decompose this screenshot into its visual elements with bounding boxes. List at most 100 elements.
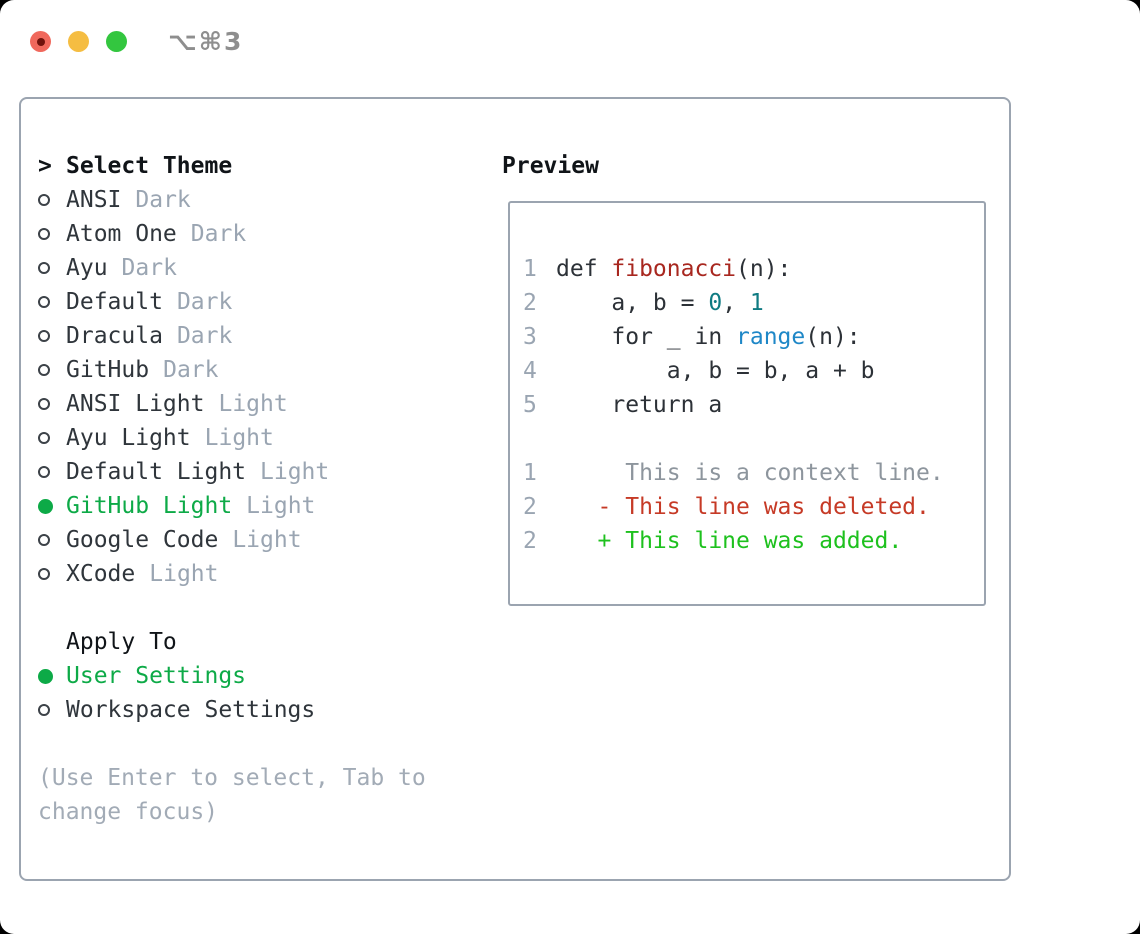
code-line: 3 for _ in range(n):: [523, 320, 984, 354]
close-button[interactable]: [30, 31, 51, 52]
theme-variant-label: Light: [204, 425, 274, 451]
selection-caret-icon: >: [38, 153, 52, 179]
code-token-plain: for _ in: [556, 324, 737, 350]
hint-line: (Use Enter to select, Tab to: [38, 765, 426, 791]
apply-option-label: User Settings: [66, 663, 247, 689]
theme-name: GitHub Light: [66, 493, 233, 519]
theme-name: ANSI Light: [66, 391, 205, 417]
spacer: [38, 727, 426, 761]
theme-variant-label: Dark: [135, 187, 191, 213]
code-token-plain: ,: [722, 290, 750, 316]
theme-name: Google Code: [66, 527, 219, 553]
line-number: 5: [523, 392, 537, 418]
line-number: 2: [523, 494, 537, 520]
theme-option-github-light[interactable]: GitHub Light Light: [38, 489, 426, 523]
theme-option-dracula[interactable]: Dracula Dark: [38, 319, 426, 353]
theme-option-ayu-light[interactable]: Ayu Light Light: [38, 421, 426, 455]
line-number: 2: [523, 528, 537, 554]
zoom-button[interactable]: [106, 31, 127, 52]
apply-option-workspace-settings[interactable]: Workspace Settings: [38, 693, 426, 727]
select-theme-header-label: Select Theme: [66, 153, 233, 179]
theme-variant-label: Light: [232, 527, 302, 553]
apply-option-label: Workspace Settings: [66, 697, 316, 723]
theme-option-google-code[interactable]: Google Code Light: [38, 523, 426, 557]
code-line: 2 a, b = 0, 1: [523, 286, 984, 320]
radio-icon: [38, 364, 50, 376]
select-theme-header: > Select Theme: [38, 149, 426, 183]
radio-icon: [38, 262, 50, 274]
titlebar: ⌥⌘3: [30, 27, 243, 56]
theme-name: Default Light: [66, 459, 247, 485]
window-title: ⌥⌘3: [168, 27, 244, 56]
keyboard-hint: (Use Enter to select, Tab to change focus…: [38, 761, 426, 829]
code-token-builtin: range: [736, 324, 806, 350]
code-token-number: 1: [749, 290, 764, 316]
line-number: 2: [523, 290, 537, 316]
code-token-plain: (n):: [805, 324, 861, 350]
theme-variant-label: Light: [218, 391, 288, 417]
radio-icon: [38, 228, 50, 240]
minimize-button[interactable]: [68, 31, 89, 52]
code-token-plain: a, b =: [556, 290, 709, 316]
radio-selected-icon: [38, 668, 53, 684]
code-token-plain: a, b = b, a + b: [556, 358, 875, 384]
theme-name: ANSI: [66, 187, 122, 213]
radio-icon: [38, 296, 50, 308]
code-line: 5 return a: [523, 388, 984, 422]
apply-to-header: Apply To: [38, 625, 426, 659]
theme-option-ansi[interactable]: ANSI Dark: [38, 183, 426, 217]
code-line: 4 a, b = b, a + b: [523, 354, 984, 388]
radio-icon: [38, 194, 50, 206]
theme-option-github[interactable]: GitHub Dark: [38, 353, 426, 387]
theme-option-ansi-light[interactable]: ANSI Light Light: [38, 387, 426, 421]
theme-name: Dracula: [66, 323, 163, 349]
radio-icon: [38, 398, 50, 410]
code-line: 2 + This line was added.: [523, 524, 984, 558]
theme-option-default[interactable]: Default Dark: [38, 285, 426, 319]
code-token-plain: return a: [556, 392, 723, 418]
line-number: 3: [523, 324, 537, 350]
code-line: 1 This is a context line.: [523, 456, 984, 490]
theme-name: Ayu Light: [66, 425, 191, 451]
radio-icon: [38, 568, 50, 580]
code-line: 2 - This line was deleted.: [523, 490, 984, 524]
radio-icon: [38, 466, 50, 478]
radio-icon: [38, 330, 50, 342]
code-token-plain: def: [556, 256, 612, 282]
theme-name: GitHub: [66, 357, 150, 383]
close-icon: [36, 37, 45, 46]
code-line: [523, 422, 984, 456]
code-token-number: 0: [708, 290, 723, 316]
code-token-deleted: - This line was deleted.: [556, 494, 930, 520]
radio-icon: [38, 704, 50, 716]
apply-option-user-settings[interactable]: User Settings: [38, 659, 426, 693]
theme-variant-label: Dark: [176, 289, 233, 315]
code-token-added: + This line was added.: [556, 528, 903, 554]
theme-option-ayu[interactable]: Ayu Dark: [38, 251, 426, 285]
theme-variant-label: Dark: [163, 357, 219, 383]
code-token-func: fibonacci: [611, 256, 737, 282]
theme-variant-label: Light: [246, 493, 316, 519]
theme-variant-label: Dark: [121, 255, 177, 281]
theme-option-xcode[interactable]: XCode Light: [38, 557, 426, 591]
radio-selected-icon: [38, 498, 53, 514]
theme-name: Ayu: [66, 255, 108, 281]
theme-variant-label: Dark: [190, 221, 247, 247]
preview-title: Preview: [502, 153, 599, 179]
line-number: 4: [523, 358, 537, 384]
hint-line: change focus): [38, 799, 219, 825]
apply-to-header-label: Apply To: [66, 629, 177, 655]
theme-variant-label: Light: [149, 561, 219, 587]
theme-name: XCode: [66, 561, 136, 587]
theme-variant-label: Dark: [176, 323, 233, 349]
theme-name: Default: [66, 289, 163, 315]
spacer: [38, 591, 426, 625]
